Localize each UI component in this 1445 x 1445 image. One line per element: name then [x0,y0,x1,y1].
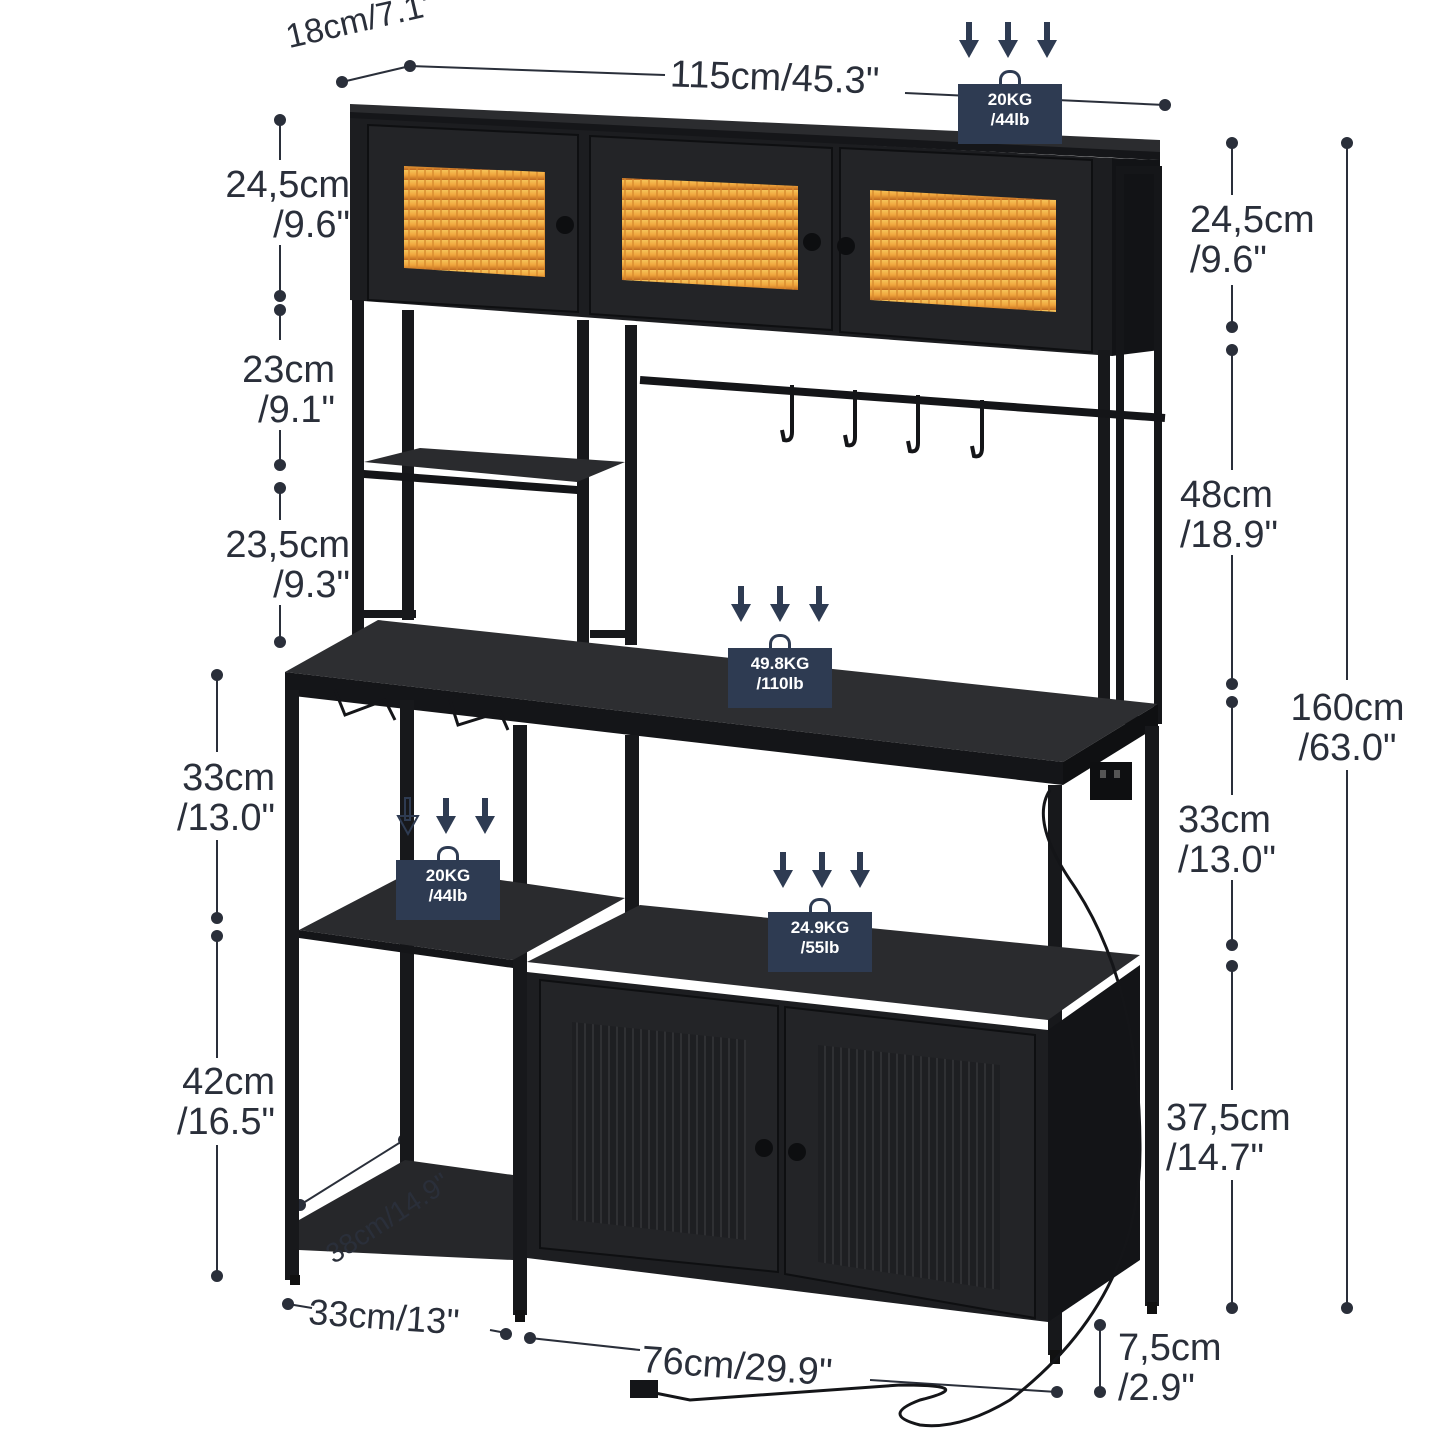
weight-badge-cabinet-top: 24.9KG /55lb [768,898,872,972]
arrow-down-icon [812,852,832,888]
arrow-down-icon [809,586,829,622]
weight-badge-top-cabinet: 20KG /44lb [958,70,1062,144]
width-top-label: 115cm/45.3" [669,53,880,103]
left-shelf1-height-label: 23cm/9.1" [242,349,335,431]
arrow-down-icon [1037,22,1057,58]
load-arrows [396,22,1057,888]
leg-height-label: 7,5cm/2.9" [1118,1327,1222,1409]
arrow-down-icon [396,797,420,837]
arrow-down-icon [436,798,456,834]
left-lower2-height-label: 42cm/16.5" [176,1061,275,1143]
right-hutch-height-label: 48cm/18.9" [1180,474,1279,556]
right-counter-height-label: 33cm/13.0" [1178,799,1277,881]
arrow-down-icon [959,22,979,58]
left-shelf2-height-label: 23,5cm/9.3" [225,524,350,606]
right-lower-cabinet-height-label: 37,5cm/14.7" [1166,1097,1291,1179]
arrow-down-icon [475,798,495,834]
weight-badge-side-shelf: 20KG /44lb [396,846,500,920]
right-cabinet-height-label: 24,5cm/9.6" [1190,199,1315,281]
plug-icon [630,1380,658,1398]
arrow-down-icon [770,586,790,622]
rack-frame [285,104,1166,1428]
arrow-down-icon [850,852,870,888]
arrow-down-icon [731,586,751,622]
total-height-label: 160cm/63.0" [1290,687,1405,769]
hook-icon [780,385,984,459]
arrow-down-icon [773,852,793,888]
arrow-down-icon [998,22,1018,58]
left-lower1-height-label: 33cm/13.0" [176,757,275,839]
weight-badge-countertop: 49.8KG /110lb [728,634,832,708]
left-cabinet-height-label: 24,5cm/9.6" [225,164,350,246]
